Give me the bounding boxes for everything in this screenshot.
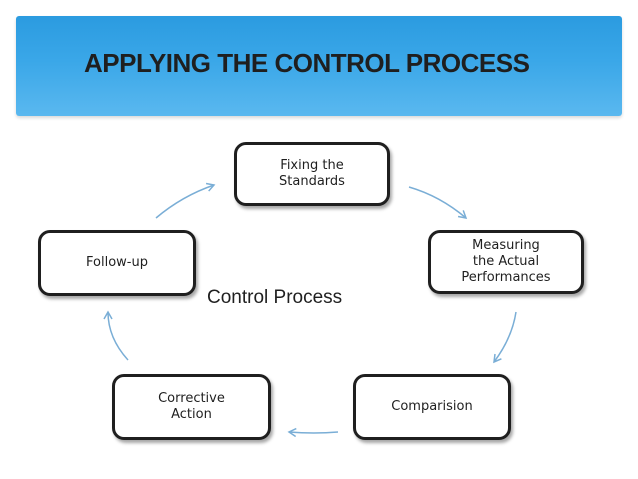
step-fixing-standards: Fixing the Standards <box>234 142 390 206</box>
step-label-measuring-performance: Measuring the Actual Performances <box>461 238 551 285</box>
diagram-center-label: Control Process <box>207 287 343 308</box>
arrow-corrective-to-followup <box>103 310 129 361</box>
title-bar <box>16 16 622 116</box>
arrow-fixing-to-measuring <box>408 186 468 219</box>
step-follow-up: Follow-up <box>38 230 196 296</box>
step-corrective-action: Corrective Action <box>112 374 271 440</box>
step-label-fixing-standards: Fixing the Standards <box>279 158 345 189</box>
step-measuring-performance: Measuring the Actual Performances <box>428 230 584 294</box>
step-label-comparison: Comparision <box>391 399 473 414</box>
arrow-measuring-to-comparison <box>493 311 517 364</box>
step-comparison: Comparision <box>353 374 511 440</box>
step-label-corrective-action: Corrective Action <box>158 391 225 422</box>
arrow-followup-to-fixing <box>155 182 216 219</box>
slide-title: APPLYING THE CONTROL PROCESS <box>84 48 530 78</box>
arrow-comparison-to-corrective <box>287 427 339 438</box>
step-label-follow-up: Follow-up <box>86 255 148 270</box>
